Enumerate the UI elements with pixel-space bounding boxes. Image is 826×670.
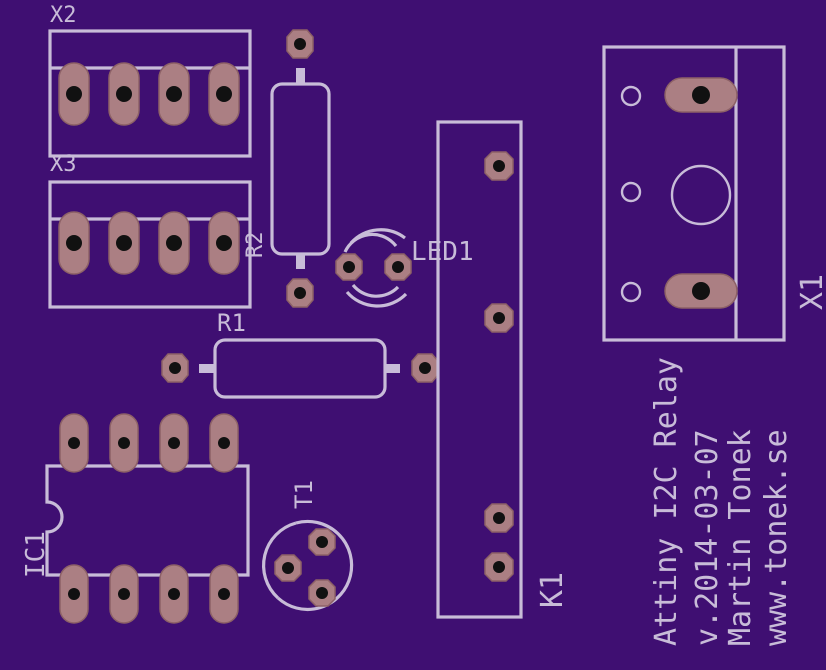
label-r1: R1 bbox=[217, 309, 246, 337]
pad bbox=[286, 29, 314, 59]
pad bbox=[384, 253, 412, 281]
connector-x3: X3 bbox=[48, 152, 252, 309]
pad bbox=[411, 353, 439, 383]
label-ic1: IC1 bbox=[21, 531, 51, 578]
pad bbox=[484, 303, 514, 333]
pad bbox=[158, 211, 190, 275]
pad bbox=[159, 564, 189, 624]
pad bbox=[484, 552, 514, 582]
label-r2: R2 bbox=[243, 232, 268, 259]
pad bbox=[108, 62, 140, 126]
pad bbox=[109, 413, 139, 473]
pad bbox=[209, 564, 239, 624]
transistor-t1: T1 bbox=[262, 480, 354, 612]
ic1-pads-top bbox=[59, 413, 239, 473]
pad bbox=[59, 413, 89, 473]
pad bbox=[274, 554, 302, 582]
connector-x1: X1 bbox=[602, 45, 826, 342]
label-x1: X1 bbox=[795, 274, 826, 310]
ic1-pads-bottom bbox=[59, 564, 239, 624]
pad bbox=[308, 579, 336, 607]
pad bbox=[664, 273, 738, 309]
pad bbox=[109, 564, 139, 624]
resistor-r2: R2 bbox=[243, 29, 331, 308]
credit-title: Attiny I2C Relay bbox=[649, 357, 684, 646]
pad bbox=[158, 62, 190, 126]
pad bbox=[335, 253, 363, 281]
credit-version: v.2014-03-07 bbox=[690, 429, 725, 646]
label-x2: X2 bbox=[50, 3, 77, 28]
pad bbox=[208, 211, 240, 275]
x3-pads bbox=[58, 211, 240, 275]
pad bbox=[161, 353, 189, 383]
pad bbox=[208, 62, 240, 126]
relay-k1: K1 bbox=[436, 120, 570, 619]
led-led1: LED1 bbox=[335, 228, 474, 308]
pad bbox=[664, 77, 738, 113]
label-k1: K1 bbox=[535, 572, 570, 608]
pad bbox=[108, 211, 140, 275]
label-t1: T1 bbox=[290, 480, 318, 509]
pad bbox=[58, 211, 90, 275]
pad bbox=[58, 62, 90, 126]
credit-website: www.tonek.se bbox=[759, 429, 794, 646]
chip-ic1: IC1 bbox=[21, 413, 250, 624]
pad bbox=[209, 413, 239, 473]
pad bbox=[484, 151, 514, 181]
credit-author: Martin Tonek bbox=[723, 429, 758, 646]
pad bbox=[484, 503, 514, 533]
connector-x2: X2 bbox=[48, 3, 252, 158]
pad bbox=[159, 413, 189, 473]
label-led1: LED1 bbox=[411, 237, 474, 267]
credits-block: Attiny I2C Relay v.2014-03-07 Martin Ton… bbox=[649, 357, 794, 646]
x2-pads bbox=[58, 62, 240, 126]
pad bbox=[59, 564, 89, 624]
label-x3: X3 bbox=[50, 152, 77, 177]
pad bbox=[308, 528, 336, 556]
resistor-r1: R1 bbox=[161, 309, 439, 399]
pad bbox=[286, 278, 314, 308]
